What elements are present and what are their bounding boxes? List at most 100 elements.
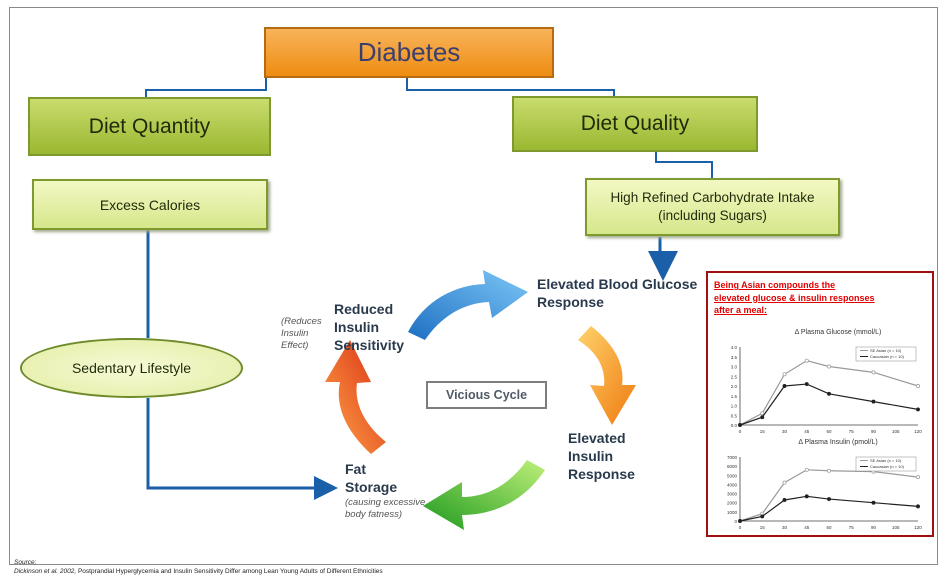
source-label: Source:: [14, 559, 37, 566]
fat-storage-note: (causing excessive body fatness): [345, 497, 445, 521]
reduces-effect-note: (Reduces Insulin Effect): [281, 316, 331, 352]
glucose-xtick: 45: [804, 429, 810, 434]
glucose-legend-box: [855, 346, 917, 362]
glucose-ytick: 2.0: [731, 384, 738, 389]
line-diabetes-quality: [406, 76, 615, 97]
inset-panel: Being Asian compounds the elevated gluco…: [706, 271, 934, 537]
reduced-sensitivity-line3: Sensitivity: [334, 337, 405, 353]
diabetes-title-text: Diabetes: [357, 37, 461, 67]
glucose-ytick: 0.5: [731, 413, 738, 418]
glucose-series-1-point: [804, 382, 809, 387]
insulin-series-0-point: [804, 467, 809, 472]
insulin-xtick: 45: [804, 525, 810, 530]
insulin-ytick: 4000: [727, 482, 738, 487]
insulin-ytick: 2000: [727, 501, 738, 506]
high-carb-box: High Refined Carbohydrate Intake (includ…: [585, 178, 840, 236]
insulin-legend-label: SE Asian (n = 10): [870, 458, 902, 463]
glucose-series-1-point: [738, 423, 742, 427]
line-quality-carb: [655, 152, 713, 178]
reduced-sensitivity-label: Reduced Insulin Sensitivity: [334, 300, 434, 354]
diet-quantity-box: Diet Quantity: [28, 97, 271, 156]
glucose-ytick: 2.5: [731, 374, 738, 379]
glucose-series-0-point: [871, 370, 876, 375]
glucose-series-1-point: [827, 391, 831, 396]
insulin-series-1-point: [916, 504, 920, 509]
sedentary-ellipse: Sedentary Lifestyle: [20, 338, 243, 398]
glucose-xtick: 60: [826, 429, 832, 434]
insulin-series-0-point: [916, 475, 920, 480]
glucose-legend-label: SE Asian (n = 10): [870, 348, 902, 353]
insulin-xtick: 60: [826, 525, 832, 530]
cycle-arrow-orange: [578, 326, 636, 425]
glucose-ytick: 3.5: [731, 355, 738, 360]
glucose-series-1-point: [916, 407, 920, 412]
glucose-legend-label: Caucasian (n = 10): [870, 354, 905, 359]
insulin-xtick: 90: [871, 525, 877, 530]
source-citation: Dickinson et al. 2002, Postprandial Hype…: [14, 568, 934, 575]
elevated-insulin-label: Elevated Insulin Response: [568, 429, 678, 483]
fat-storage-line2: Storage: [345, 479, 398, 495]
glucose-series-0-point: [804, 358, 809, 363]
insulin-ytick: 6000: [727, 464, 738, 469]
glucose-ytick: 3.0: [731, 365, 738, 370]
glucose-series-0-point: [760, 411, 765, 416]
insulin-ytick: 3000: [727, 492, 738, 497]
insulin-series-1-point: [804, 494, 809, 499]
high-carb-subtext: (including Sugars): [658, 208, 767, 223]
line-sedentary-fat: [146, 398, 338, 500]
elevated-glucose-label: Elevated Blood Glucose Response: [537, 275, 707, 311]
insulin-series-1-point: [827, 497, 831, 502]
insulin-xtick: 105: [892, 525, 900, 530]
insulin-legend-label: Caucasian (n = 10): [870, 464, 905, 469]
glucose-xtick: 105: [892, 429, 900, 434]
insulin-xtick: 0: [739, 525, 742, 530]
glucose-xtick: 120: [914, 429, 922, 434]
insulin-series-0-point: [827, 468, 831, 473]
glucose-ytick: 1.5: [731, 394, 738, 399]
glucose-series-1-point: [871, 399, 876, 404]
reduced-sensitivity-line1: Reduced: [334, 301, 394, 317]
insulin-series-1-point: [738, 519, 742, 523]
insulin-xtick: 15: [760, 525, 766, 530]
reduces-note-line1: (Reduces: [281, 316, 322, 327]
insulin-series-1-point: [760, 514, 765, 519]
insulin-ytick: 0: [734, 519, 737, 524]
insulin-ytick: 7000: [727, 455, 738, 460]
insulin-series-1-point: [782, 498, 787, 502]
insulin-xtick: 75: [849, 525, 855, 530]
fat-storage-note-line1: (causing excessive: [345, 497, 426, 508]
excess-calories-box: Excess Calories: [32, 179, 268, 230]
elevated-insulin-line2: Insulin: [568, 448, 614, 464]
inset-title: Being Asian compounds the elevated gluco…: [714, 279, 924, 317]
insulin-xtick: 30: [782, 525, 788, 530]
glucose-ytick: 0.0: [731, 423, 738, 428]
elevated-insulin-line3: Response: [568, 466, 635, 482]
glucose-xtick: 30: [782, 429, 788, 434]
excess-calories-text: Excess Calories: [99, 196, 201, 213]
line-diabetes-quantity: [145, 76, 267, 97]
glucose-series-0-point: [916, 384, 920, 388]
diabetes-title: Diabetes: [264, 27, 554, 78]
glucose-ytick: 1.0: [731, 404, 738, 409]
glucose-xtick: 15: [760, 429, 766, 434]
diet-quality-box: Diet Quality: [512, 96, 758, 152]
source-text: Postprandial Hyperglycemia and Insulin S…: [76, 568, 383, 575]
insulin-xtick: 120: [914, 525, 922, 530]
glucose-series-1-point: [760, 415, 765, 420]
inset-title-line1: Being Asian compounds the: [714, 280, 836, 290]
reduces-note-line2: Insulin: [281, 328, 309, 339]
insulin-series-0-point: [782, 480, 787, 485]
fat-storage-label: Fat Storage: [345, 460, 425, 496]
sedentary-text: Sedentary Lifestyle: [71, 360, 192, 376]
insulin-legend-box: [855, 456, 917, 472]
glucose-xtick: 90: [871, 429, 877, 434]
glucose-chart-title: Δ Plasma Glucose (mmol/L): [794, 329, 882, 336]
glucose-xtick: 75: [849, 429, 855, 434]
elevated-glucose-line1: Elevated Blood Glucose: [537, 276, 698, 292]
cycle-arrow-blue: [408, 270, 528, 340]
source-author: Dickinson et al. 2002,: [14, 568, 77, 575]
insulin-ytick: 5000: [727, 473, 738, 478]
